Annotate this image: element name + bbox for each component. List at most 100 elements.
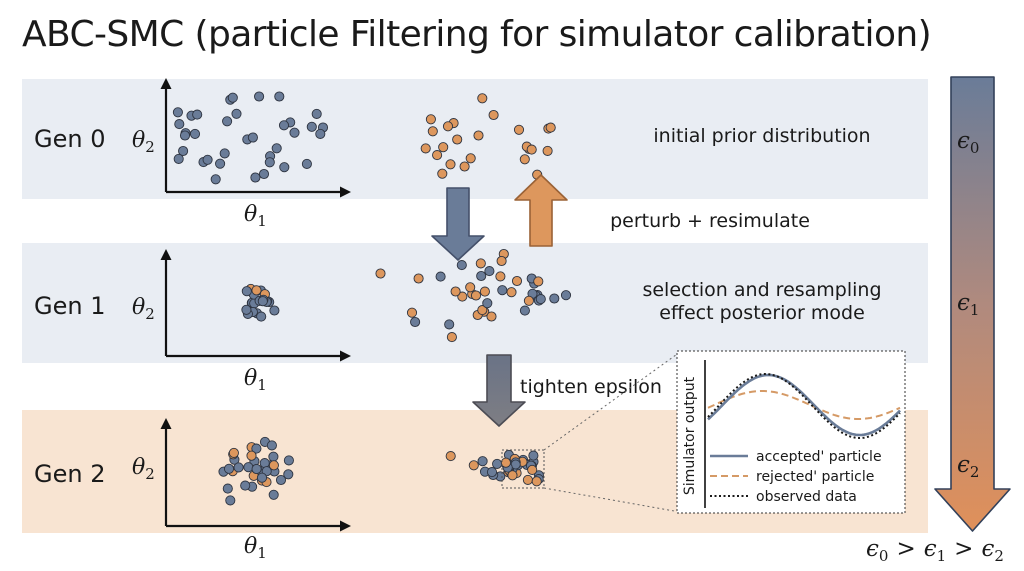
particle-blue bbox=[231, 108, 242, 119]
gen0-y-axis-label: θ2 bbox=[132, 128, 155, 156]
particle-blue bbox=[241, 286, 252, 297]
inset-y-label: Simulator output bbox=[682, 376, 698, 495]
particle-orange bbox=[465, 153, 476, 164]
particle-blue bbox=[283, 455, 294, 466]
particle-blue bbox=[311, 108, 322, 119]
particle-blue bbox=[178, 145, 189, 157]
particle-blue bbox=[476, 270, 487, 282]
particle-blue bbox=[264, 157, 275, 168]
particle-orange bbox=[496, 255, 507, 267]
particle-orange bbox=[527, 464, 538, 475]
particle-blue bbox=[549, 293, 560, 304]
particle-orange bbox=[488, 109, 499, 121]
particle-blue bbox=[444, 319, 455, 330]
particle-blue bbox=[289, 127, 300, 138]
particle-blue bbox=[274, 91, 285, 102]
gen2-y-axis-label: θ2 bbox=[132, 455, 155, 483]
particle-orange bbox=[486, 311, 497, 322]
particle-blue bbox=[233, 462, 244, 473]
particle-blue bbox=[497, 285, 508, 296]
perturb-label: perturb + resimulate bbox=[610, 210, 810, 232]
particle-blue bbox=[222, 116, 233, 127]
particle-blue bbox=[240, 480, 251, 491]
gen1-axis-arrowhead-y bbox=[160, 249, 172, 260]
particle-orange bbox=[468, 460, 479, 471]
gen1-x-axis-label: θ1 bbox=[244, 366, 267, 394]
particle-blue bbox=[258, 168, 270, 180]
particle-orange bbox=[420, 143, 431, 154]
inset-plot: Simulator output accepted' particle reje… bbox=[676, 350, 906, 514]
down-arrow-tighten bbox=[472, 354, 526, 427]
particle-blue bbox=[254, 91, 265, 102]
particle-blue bbox=[210, 174, 221, 185]
particle-orange bbox=[438, 142, 449, 153]
particle-orange bbox=[268, 460, 279, 471]
particle-orange bbox=[477, 305, 488, 316]
gen0-x-axis-label: θ1 bbox=[244, 202, 267, 230]
particle-orange bbox=[511, 275, 523, 287]
particle-blue bbox=[256, 472, 268, 483]
particle-blue bbox=[486, 467, 498, 478]
particle-blue bbox=[435, 271, 446, 282]
particle-orange bbox=[437, 168, 448, 179]
particle-blue bbox=[301, 158, 312, 169]
particle-blue bbox=[174, 119, 185, 130]
particle-orange bbox=[228, 447, 239, 458]
gen1-axes-particles bbox=[241, 283, 280, 322]
gen1-axis-arrowhead-x bbox=[340, 350, 351, 362]
particle-orange bbox=[526, 144, 537, 155]
particle-blue bbox=[528, 450, 539, 461]
legend-observed-label: observed data bbox=[756, 489, 857, 505]
epsilon-1-label: ϵ1 bbox=[957, 290, 979, 319]
particle-blue bbox=[266, 440, 277, 451]
particle-blue bbox=[268, 451, 279, 462]
inset-rejected-curve bbox=[707, 390, 901, 420]
particle-orange bbox=[445, 451, 456, 462]
particle-orange bbox=[465, 282, 476, 293]
particle-blue bbox=[222, 483, 233, 494]
particle-blue bbox=[560, 290, 572, 301]
gen2-particle-cloud bbox=[445, 449, 544, 487]
gen2-axes bbox=[164, 424, 345, 528]
particle-orange bbox=[542, 145, 553, 156]
particle-orange bbox=[506, 287, 517, 298]
inset-accepted-curve bbox=[707, 373, 901, 437]
particle-orange bbox=[406, 307, 418, 318]
particle-blue bbox=[279, 162, 290, 173]
particle-blue bbox=[482, 298, 493, 309]
particle-orange bbox=[452, 134, 463, 145]
particle-orange bbox=[475, 258, 486, 269]
gen0-axes bbox=[164, 84, 345, 194]
particle-blue bbox=[250, 172, 261, 183]
particle-blue bbox=[484, 266, 495, 277]
particle-blue bbox=[278, 120, 290, 131]
particle-blue bbox=[225, 495, 236, 506]
gen0-label: Gen 0 bbox=[34, 125, 105, 153]
particle-blue bbox=[410, 316, 421, 328]
particle-orange bbox=[523, 295, 534, 306]
down-arrow-gen0-to-gen1 bbox=[431, 187, 485, 261]
particle-orange bbox=[459, 161, 470, 172]
particle-blue bbox=[243, 462, 254, 473]
gen0-particle-cloud bbox=[420, 93, 556, 180]
particle-orange bbox=[513, 124, 525, 135]
particle-orange bbox=[445, 159, 456, 170]
gen1-description-line1: selection and resampling bbox=[642, 279, 881, 301]
particle-blue bbox=[173, 153, 184, 164]
particle-orange bbox=[425, 114, 436, 125]
particle-blue bbox=[256, 311, 267, 322]
particle-orange bbox=[375, 268, 386, 279]
particle-orange bbox=[413, 273, 424, 284]
particle-orange bbox=[246, 450, 257, 461]
gen2-axes-particles bbox=[218, 436, 294, 506]
particle-orange bbox=[470, 290, 482, 301]
particle-blue bbox=[269, 305, 280, 316]
inset-observed-curve bbox=[707, 373, 901, 439]
gen2-x-axis-label: θ1 bbox=[244, 534, 267, 562]
particle-orange bbox=[519, 154, 530, 165]
up-arrow-perturb bbox=[514, 174, 568, 247]
particle-orange bbox=[500, 457, 511, 468]
gen2-label: Gen 2 bbox=[34, 460, 105, 488]
legend-rejected-label: rejected' particle bbox=[756, 469, 874, 485]
